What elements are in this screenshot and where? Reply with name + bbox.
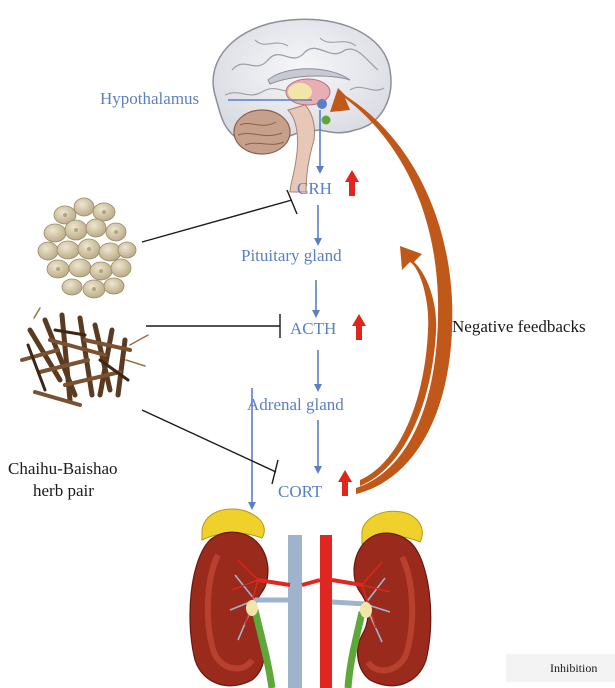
kidney-illustration [190,509,431,688]
negative-feedback-arrows [330,88,452,494]
herb-roots-photo [22,308,148,405]
cort-increase-arrow [338,470,352,496]
crh-label: CRH [297,180,332,197]
herb-pair-label-line2: herb pair [33,482,94,499]
pituitary-gland-label: Pituitary gland [241,247,342,264]
acth-label: ACTH [290,320,336,337]
increase-arrows [338,170,366,496]
inhibition-crh-bar [287,190,297,214]
adrenal-gland-label: Adrenal gland [247,396,344,413]
acth-increase-arrow [352,314,366,340]
pills-photo [38,198,136,298]
inhibition-lines [142,190,297,484]
inhibition-pills-to-crh [142,200,292,242]
inhibition-herbs-to-cort [142,410,276,472]
cort-label: CORT [278,483,322,500]
hypothalamus-label: Hypothalamus [100,90,199,107]
crh-increase-arrow [345,170,359,196]
herb-pair-label-line1: Chaihu-Baishao [8,460,118,477]
inhibition-cort-bar [272,460,278,484]
brain-illustration [213,19,391,192]
negative-feedbacks-label: Negative feedbacks [452,318,586,335]
legend-inhibition-label: Inhibition [550,661,597,676]
